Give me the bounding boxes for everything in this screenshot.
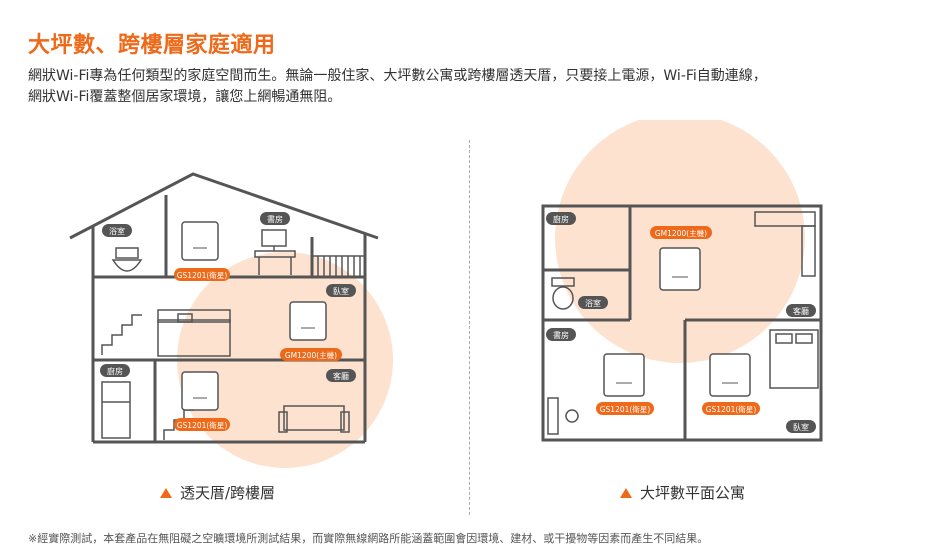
toilet-icon	[111, 247, 143, 272]
router-device	[181, 221, 219, 261]
bed-icon	[157, 309, 231, 357]
room-label-study: 書房	[546, 328, 576, 341]
coverage-area	[555, 120, 805, 363]
device-label-sat1: GS1201(衛星)	[596, 402, 654, 415]
room-label-kitchen: 廚房	[546, 212, 576, 225]
room-label-study: 書房	[260, 212, 290, 225]
svg-text:浴室: 浴室	[585, 298, 601, 308]
room-label-bath: 浴室	[102, 224, 132, 237]
svg-text:廚房: 廚房	[553, 214, 569, 224]
device-label-bottom: GS1201(衛星)	[174, 418, 230, 431]
svg-text:GM1200(主機): GM1200(主機)	[655, 228, 707, 238]
svg-text:書房: 書房	[267, 214, 283, 224]
caption-left: 透天厝/跨樓層	[160, 482, 275, 503]
router-device	[181, 371, 219, 411]
apartment-illustration: 廚房 浴室 書房 客廳 臥室 GM1200(主機) GS1201(衛星) GS1…	[541, 120, 823, 442]
device-label-sat2: GS1201(衛星)	[702, 402, 760, 415]
section-divider	[469, 140, 470, 515]
svg-text:臥室: 臥室	[793, 422, 809, 432]
desk-icon	[547, 397, 579, 435]
router-device	[709, 353, 751, 397]
room-label-kitchen: 廚房	[100, 364, 130, 377]
description-line-1: 網狀Wi-Fi專為任何類型的家庭空間而生。無論一般住家、大坪數公寓或跨樓層透天厝…	[28, 68, 767, 84]
house-illustration: 浴室 書房 臥室 客廳 廚房 GS1201(衛星) GM1200(主機) GS1…	[69, 172, 393, 468]
room-label-bath: 浴室	[578, 296, 608, 309]
room-label-living: 客廳	[326, 369, 356, 382]
svg-text:書房: 書房	[553, 330, 569, 340]
room-label-living: 客廳	[786, 304, 816, 317]
svg-text:客廳: 客廳	[793, 306, 809, 316]
device-label-main: GM1200(主機)	[650, 226, 712, 239]
description-line-2: 網狀Wi-Fi覆蓋整個居家環境，讓您上網暢通無阻。	[28, 89, 342, 105]
svg-text:GM1200(主機): GM1200(主機)	[285, 350, 337, 360]
svg-text:臥室: 臥室	[333, 286, 349, 296]
svg-text:浴室: 浴室	[109, 226, 125, 236]
desk-icon	[254, 229, 296, 275]
svg-text:GS1201(衛星): GS1201(衛星)	[177, 270, 228, 280]
bed-icon	[769, 329, 819, 389]
roof	[69, 172, 379, 240]
svg-text:GS1201(衛星): GS1201(衛星)	[706, 404, 757, 414]
svg-text:GS1201(衛星): GS1201(衛星)	[177, 420, 228, 430]
description: 網狀Wi-Fi專為任何類型的家庭空間而生。無論一般住家、大坪數公寓或跨樓層透天厝…	[28, 66, 928, 108]
room-label-bedroom: 臥室	[786, 420, 816, 433]
router-device	[289, 301, 327, 341]
svg-text:客廳: 客廳	[333, 371, 349, 381]
triangle-icon	[620, 487, 632, 498]
caption-right: 大坪數平面公寓	[620, 482, 745, 503]
router-device	[603, 353, 645, 397]
apartment-walls	[541, 204, 823, 442]
sofa-icon	[278, 405, 350, 433]
svg-text:GS1201(衛星): GS1201(衛星)	[600, 404, 651, 414]
triangle-icon	[160, 487, 172, 498]
fridge-icon	[101, 381, 131, 439]
balcony-rail	[312, 255, 365, 277]
room-label-bedroom: 臥室	[326, 284, 356, 297]
caption-right-text: 大坪數平面公寓	[640, 484, 746, 502]
svg-text:廚房: 廚房	[107, 366, 123, 376]
router-device	[659, 247, 701, 291]
footnote: ※經實際測試，本套產品在無阻礙之空曠環境所測試結果，而實際無線網路所能涵蓋範圍會…	[28, 532, 709, 545]
device-label-top: GS1201(衛星)	[174, 268, 230, 281]
sofa-icon	[754, 211, 816, 277]
page-title: 大坪數、跨樓層家庭適用	[28, 33, 276, 58]
device-label-middle: GM1200(主機)	[280, 348, 342, 361]
toilet-icon	[551, 277, 575, 310]
caption-left-text: 透天厝/跨樓層	[180, 484, 276, 502]
